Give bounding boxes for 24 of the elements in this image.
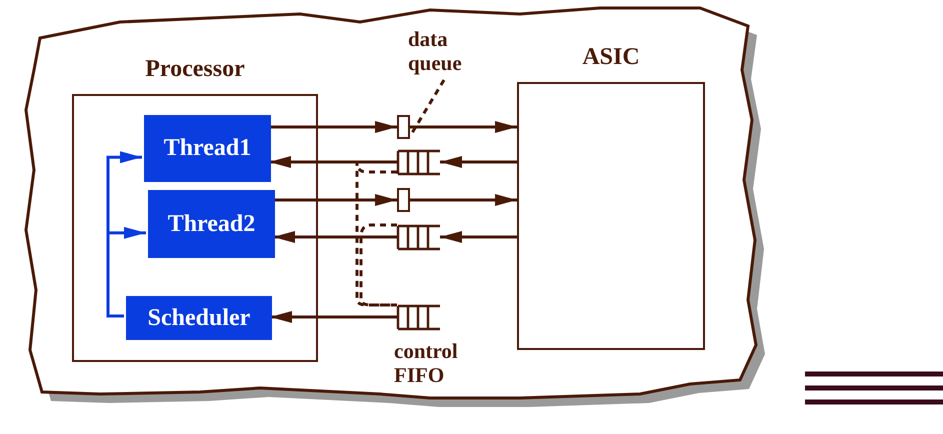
arrow [106, 226, 146, 318]
fifo-queue [397, 150, 440, 175]
arrow [440, 231, 517, 243]
process-box: Thread1 [144, 115, 271, 182]
arrow [273, 194, 397, 206]
box-title: Processor [144, 56, 246, 83]
process-box: Thread2 [148, 190, 275, 258]
arrow [440, 156, 517, 168]
fifo-queue [397, 225, 440, 250]
callout-text: data queue [408, 26, 463, 76]
arrow [270, 311, 397, 323]
leader-line [410, 79, 446, 134]
dashed-connector [360, 224, 397, 306]
process-box: Scheduler [126, 296, 272, 340]
arrow [269, 121, 397, 133]
arrow [410, 121, 517, 133]
dashed-connector [356, 160, 397, 306]
arrow [269, 156, 397, 168]
queue-slot [397, 115, 410, 139]
box-title: ASIC [581, 44, 641, 71]
arrow [273, 231, 397, 243]
queue-caption: control FIFO [394, 339, 459, 388]
queue-slot [397, 188, 410, 212]
arrow [410, 194, 517, 206]
